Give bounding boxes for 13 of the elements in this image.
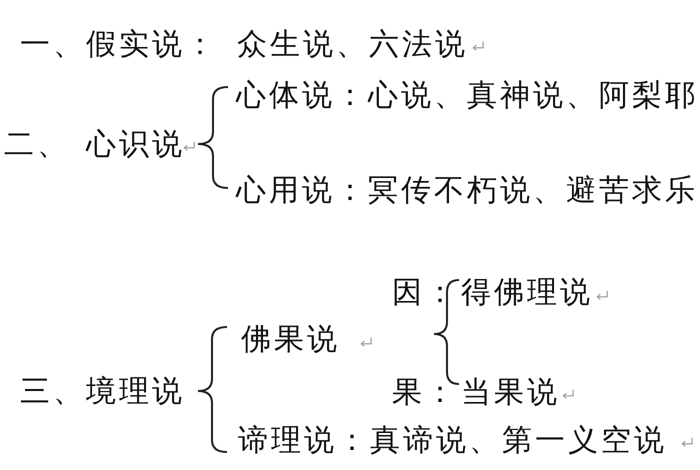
category-label: 一、假实说： — [20, 29, 218, 61]
subcategory-text: 谛理说：真谛说、第一义空说 — [238, 425, 667, 457]
item-list: 众生说、六法说 — [237, 29, 468, 61]
category-label: 心识说 — [86, 129, 185, 161]
subcategory-text: 心用说：冥传不朽说、避苦求乐 — [236, 175, 698, 207]
branch-label: 因： — [392, 277, 458, 309]
subcategory-text: 心体说：心说、真神说、阿梨耶 — [236, 80, 698, 112]
subcategory-text: 当果说 — [461, 377, 560, 409]
branch-label: 果： — [392, 377, 458, 409]
section-number: 二、 — [4, 129, 70, 161]
subcategory-text: 得佛理说 — [461, 277, 593, 309]
subcategory-text: 佛果说 — [241, 324, 340, 356]
category-label: 三、境理说 — [20, 376, 185, 408]
